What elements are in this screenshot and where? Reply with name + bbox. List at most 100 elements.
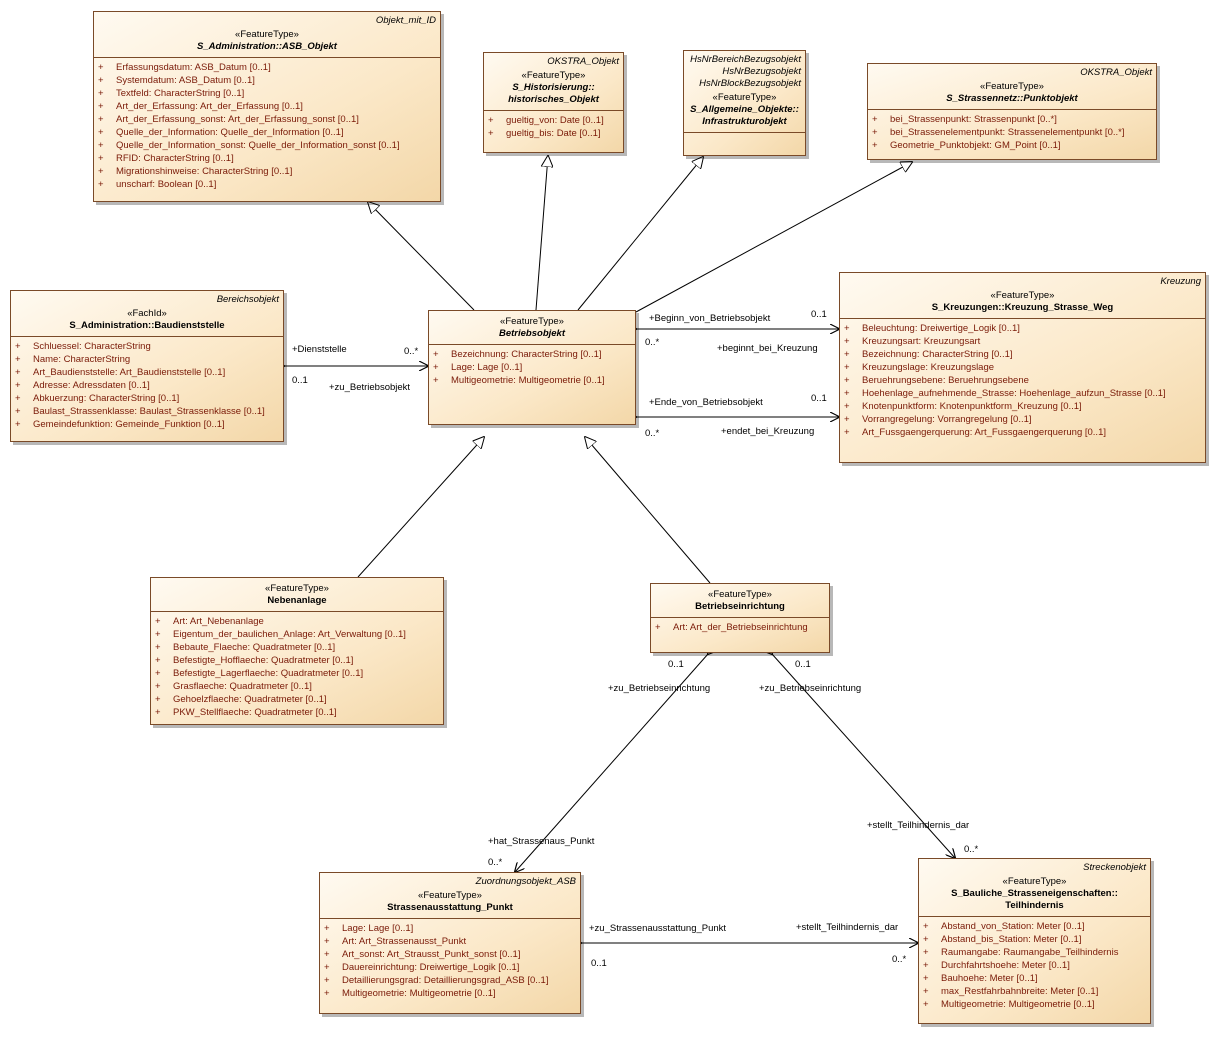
class-historisches-objekt[interactable]: OKSTRA_Objekt«FeatureType»S_Historisieru… bbox=[483, 52, 624, 153]
attribute-text: Textfeld: CharacterString [0..1] bbox=[116, 88, 245, 99]
attribute-text: Quelle_der_Information_sonst: Quelle_der… bbox=[116, 140, 400, 151]
class-stereotype: «FeatureType» bbox=[521, 70, 586, 81]
attribute-text: Art_der_Erfassung_sonst: Art_der_Erfassu… bbox=[116, 114, 359, 125]
visibility-public-icon: + bbox=[872, 140, 878, 151]
class-strassenausstattung-punkt[interactable]: Zuordnungsobjekt_ASB«FeatureType»Strasse… bbox=[319, 872, 581, 1014]
attribute-text: Gehoelzflaeche: Quadratmeter [0..1] bbox=[173, 694, 327, 705]
class-header: «FeatureType»Betriebseinrichtung bbox=[651, 584, 829, 618]
class-stereotype: «FeatureType» bbox=[235, 29, 299, 40]
assoc-hat-strassenaus bbox=[515, 654, 708, 872]
visibility-public-icon: + bbox=[98, 179, 104, 190]
class-header: «FeatureType»Betriebsobjekt bbox=[429, 311, 635, 345]
class-name: S_Administration::ASB_Objekt bbox=[197, 41, 337, 52]
class-header: Streckenobjekt«FeatureType»S_Bauliche_St… bbox=[919, 859, 1150, 917]
attribute-row: +Multigeometrie: Multigeometrie [0..1] bbox=[923, 998, 1146, 1011]
class-punktobjekt[interactable]: OKSTRA_Objekt«FeatureType»S_Strassennetz… bbox=[867, 63, 1157, 160]
class-teilhindernis[interactable]: Streckenobjekt«FeatureType»S_Bauliche_St… bbox=[918, 858, 1151, 1024]
visibility-public-icon: + bbox=[923, 973, 929, 984]
attribute-row: +RFID: CharacterString [0..1] bbox=[98, 152, 436, 165]
attribute-text: Erfassungsdatum: ASB_Datum [0..1] bbox=[116, 62, 271, 73]
role-label: +Beginn_von_Betriebsobjekt bbox=[649, 313, 771, 324]
class-baudienststelle[interactable]: Bereichsobjekt«FachId»S_Administration::… bbox=[10, 290, 284, 442]
attribute-row: +Kreuzungslage: Kreuzungslage bbox=[844, 361, 1201, 374]
generalization-nebenanlage bbox=[357, 437, 484, 578]
class-stereotype: «FeatureType» bbox=[265, 583, 329, 594]
class-name: S_Historisierung:: historisches_Objekt bbox=[508, 82, 599, 105]
class-tag: Kreuzung bbox=[1160, 276, 1201, 287]
visibility-public-icon: + bbox=[655, 622, 661, 633]
class-attributes: +Schluessel: CharacterString+Name: Chara… bbox=[11, 337, 283, 434]
visibility-public-icon: + bbox=[15, 354, 21, 365]
visibility-public-icon: + bbox=[872, 127, 878, 138]
attribute-row: +Dauereinrichtung: Dreiwertige_Logik [0.… bbox=[324, 961, 576, 974]
visibility-public-icon: + bbox=[433, 349, 439, 360]
attribute-text: Raumangabe: Raumangabe_Teilhindernis bbox=[941, 947, 1119, 958]
multiplicity-label: 0..1 bbox=[795, 659, 811, 670]
attribute-text: bei_Strassenelementpunkt: Strassenelemen… bbox=[890, 127, 1125, 138]
visibility-public-icon: + bbox=[98, 114, 104, 125]
class-attributes bbox=[684, 133, 805, 139]
class-asb-objekt[interactable]: Objekt_mit_ID«FeatureType»S_Administrati… bbox=[93, 11, 441, 202]
multiplicity-label: 0..1 bbox=[292, 375, 308, 386]
role-label: +Ende_von_Betriebsobjekt bbox=[649, 397, 763, 408]
attribute-row: +Befestigte_Hofflaeche: Quadratmeter [0.… bbox=[155, 654, 439, 667]
visibility-public-icon: + bbox=[155, 642, 161, 653]
visibility-public-icon: + bbox=[98, 75, 104, 86]
role-label: +hat_Strassenaus_Punkt bbox=[488, 836, 595, 847]
attribute-text: Migrationshinweise: CharacterString [0..… bbox=[116, 166, 293, 177]
visibility-public-icon: + bbox=[15, 393, 21, 404]
visibility-public-icon: + bbox=[155, 629, 161, 640]
class-betriebsobjekt[interactable]: «FeatureType»Betriebsobjekt + Bezeichnung:… bbox=[428, 310, 636, 425]
class-infrastrukturobjekt[interactable]: HsNrBereichBezugsobjekt HsNrBezugsobjekt… bbox=[683, 50, 806, 156]
class-tag: Zuordnungsobjekt_ASB bbox=[475, 876, 576, 887]
attribute-row: +Art: Art_Strassenausst_Punkt bbox=[324, 935, 576, 948]
multiplicity-label: 0..1 bbox=[811, 393, 827, 404]
visibility-public-icon: + bbox=[98, 153, 104, 164]
attribute-row: +Systemdatum: ASB_Datum [0..1] bbox=[98, 74, 436, 87]
attribute-row: +Art_der_Erfassung: Art_der_Erfassung [0… bbox=[98, 100, 436, 113]
attribute-text: Detaillierungsgrad: Detaillierungsgrad_A… bbox=[342, 975, 549, 986]
attribute-text: Bezeichnung: CharacterString [0..1] bbox=[862, 349, 1013, 360]
class-attributes: +bei_Strassenpunkt: Strassenpunkt [0..*]… bbox=[868, 110, 1156, 155]
role-label: +zu_Strassenausstattung_Punkt bbox=[589, 923, 726, 934]
attribute-row: +Abstand_von_Station: Meter [0..1] bbox=[923, 920, 1146, 933]
visibility-public-icon: + bbox=[155, 681, 161, 692]
multiplicity-label: 0..* bbox=[892, 954, 907, 965]
visibility-public-icon: + bbox=[324, 949, 330, 960]
role-label: +beginnt_bei_Kreuzung bbox=[717, 343, 818, 354]
visibility-public-icon: + bbox=[488, 128, 494, 139]
class-name: S_Allgemeine_Objekte:: Infrastrukturobje… bbox=[690, 104, 799, 127]
class-name: Betriebseinrichtung bbox=[695, 601, 785, 612]
attribute-text: Kreuzungsart: Kreuzungsart bbox=[862, 336, 981, 347]
attribute-row: +Erfassungsdatum: ASB_Datum [0..1] bbox=[98, 61, 436, 74]
class-betriebseinrichtung[interactable]: «FeatureType»Betriebseinrichtung+Art: Ar… bbox=[650, 583, 830, 653]
attribute-row: +Baulast_Strassenklasse: Baulast_Strasse… bbox=[15, 405, 279, 418]
class-attributes: +Beleuchtung: Dreiwertige_Logik [0..1]+K… bbox=[840, 319, 1205, 442]
multiplicity-label: 0..1 bbox=[591, 958, 607, 969]
attribute-row: +Durchfahrtshoehe: Meter [0..1] bbox=[923, 959, 1146, 972]
visibility-public-icon: + bbox=[923, 960, 929, 971]
visibility-public-icon: + bbox=[433, 362, 439, 373]
attribute-text: Lage: Lage [0..1] bbox=[451, 362, 523, 373]
visibility-public-icon: + bbox=[15, 341, 21, 352]
attribute-text: Beruehrungsebene: Beruehrungsebene bbox=[862, 375, 1029, 386]
attribute-text: Gemeindefunktion: Gemeinde_Funktion [0..… bbox=[33, 419, 225, 430]
attribute-text: Schluessel: CharacterString bbox=[33, 341, 151, 352]
attribute-text: max_Restfahrbahnbreite: Meter [0..1] bbox=[941, 986, 1099, 997]
attribute-text: Bezeichnung: CharacterString [0..1] bbox=[451, 349, 602, 360]
class-attributes: +Art: Art_Nebenanlage+Eigentum_der_bauli… bbox=[151, 612, 443, 722]
visibility-public-icon: + bbox=[923, 999, 929, 1010]
class-tag: Streckenobjekt bbox=[1083, 862, 1146, 873]
multiplicity-label: 0..1 bbox=[668, 659, 684, 670]
attribute-text: Abstand_von_Station: Meter [0..1] bbox=[941, 921, 1085, 932]
class-nebenanlage[interactable]: «FeatureType»Nebenanlage+Art: Art_Nebena… bbox=[150, 577, 444, 725]
class-kreuzung-strasse-weg[interactable]: Kreuzung«FeatureType»S_Kreuzungen::Kreuz… bbox=[839, 272, 1206, 463]
class-header: Objekt_mit_ID«FeatureType»S_Administrati… bbox=[94, 12, 440, 58]
role-label: +zu_Betriebsobjekt bbox=[329, 382, 410, 393]
multiplicity-label: 0..* bbox=[964, 844, 979, 855]
attribute-text: Befestigte_Lagerflaeche: Quadratmeter [0… bbox=[173, 668, 364, 679]
attribute-row: +Abstand_bis_Station: Meter [0..1] bbox=[923, 933, 1146, 946]
visibility-public-icon: + bbox=[15, 380, 21, 391]
attribute-row: +max_Restfahrbahnbreite: Meter [0..1] bbox=[923, 985, 1146, 998]
